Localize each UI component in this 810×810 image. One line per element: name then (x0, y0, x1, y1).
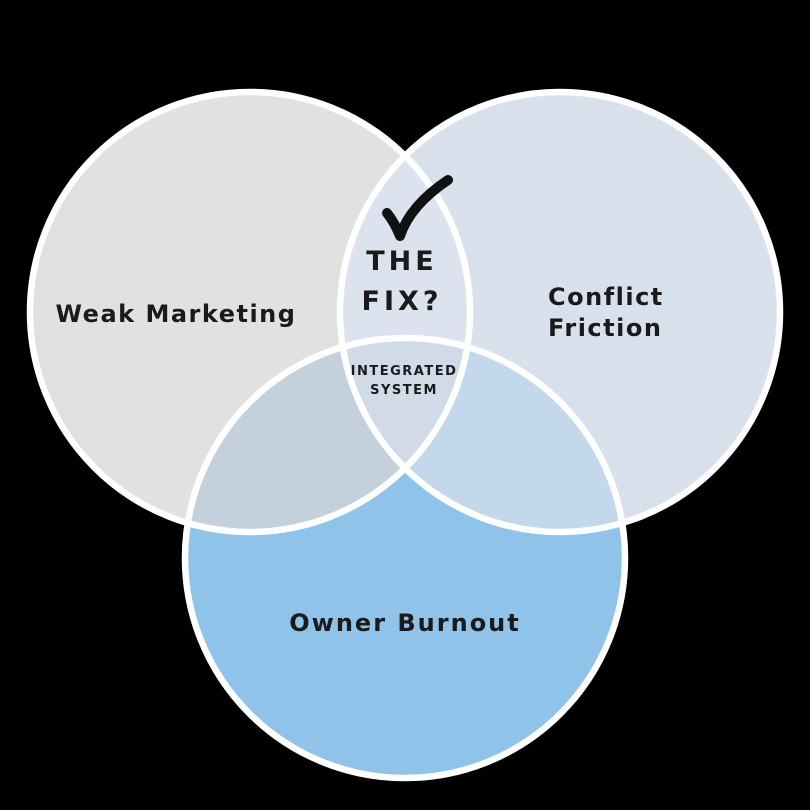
overlap-title-line1: THE (366, 246, 438, 277)
region-overlap-left-bottom (185, 338, 470, 532)
bottom-circle-outline (181, 334, 629, 782)
bottom-circle-label: Owner Burnout (289, 609, 521, 637)
overlap-title-line2: FIX? (361, 286, 443, 317)
overlap-title: THE FIX? (362, 242, 443, 322)
region-overlap-right-bottom (340, 338, 625, 532)
center-overlap-label: INTEGRATED SYSTEM (351, 362, 458, 400)
left-circle-label: Weak Marketing (55, 300, 297, 328)
right-circle-outline (336, 88, 784, 536)
center-overlap-label-line1: INTEGRATED (350, 364, 458, 379)
right-circle-label-line2: Friction (548, 314, 663, 342)
left-circle-outline (26, 88, 474, 536)
right-circle-label: Conflict Friction (548, 282, 664, 344)
center-overlap-label-line2: SYSTEM (370, 383, 438, 398)
check-icon (382, 175, 453, 241)
right-circle-label-line1: Conflict (548, 283, 664, 311)
